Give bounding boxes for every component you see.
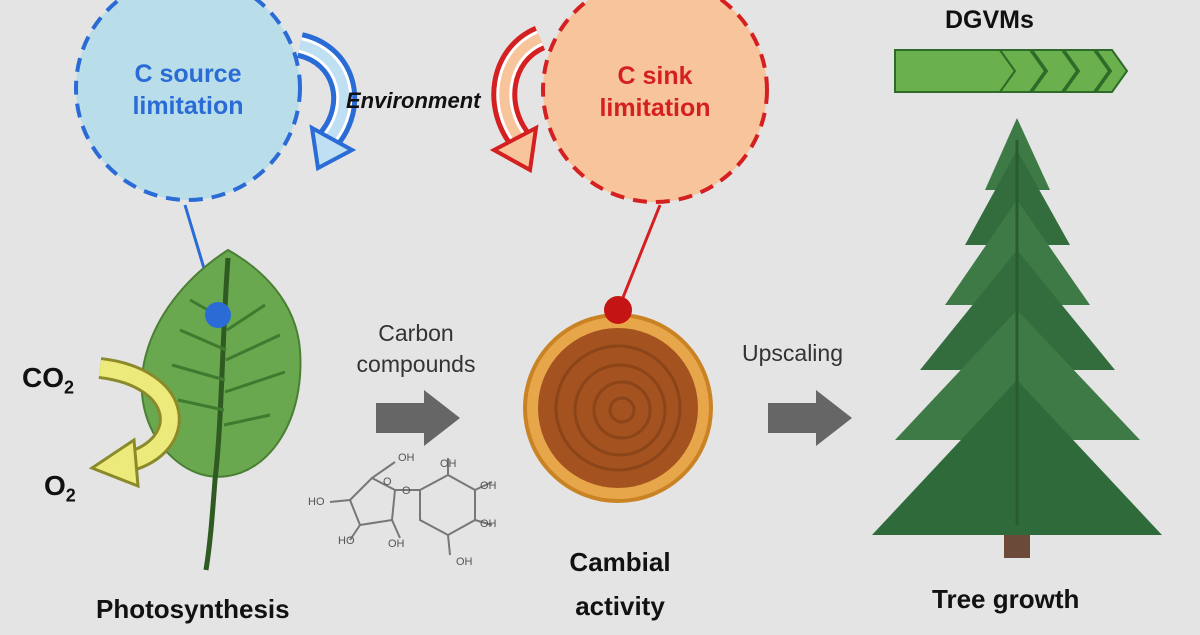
source-label-line1: C source (134, 60, 242, 88)
leaf-connector-dot (205, 302, 231, 328)
sink-label-line1: C sink (617, 62, 693, 90)
source-limitation-circle (74, 0, 302, 202)
sink-label-line2: limitation (599, 94, 711, 122)
co2-base: CO (22, 362, 64, 393)
co2-subscript: 2 (64, 377, 75, 398)
molecule-atom-label: OH (440, 458, 457, 470)
conifer-tree-icon (872, 118, 1162, 558)
leaf-icon (140, 248, 302, 571)
carbon-compounds-line2: compounds (356, 351, 476, 377)
molecule-atom-label: HO (338, 535, 355, 547)
molecule-atom-label: OH (480, 480, 497, 492)
dgvms-label: DGVMs (945, 6, 1034, 34)
carbon-compounds-line1: Carbon (378, 320, 454, 346)
sucrose-molecule-icon (329, 458, 493, 556)
molecule-atom-label: OH (398, 452, 415, 464)
source-limitation-label: C source limitation (108, 58, 268, 122)
cambial-activity-caption: Cambial activity (540, 540, 700, 628)
gas-exchange-arrow-icon (88, 357, 181, 489)
sink-limitation-circle (541, 0, 769, 204)
tree-growth-caption: Tree growth (932, 584, 1080, 614)
red-curved-arrow-icon (489, 26, 547, 174)
co2-label: CO2 (22, 362, 74, 399)
dgvms-chevron-icon (894, 49, 1129, 93)
trunk-cross-section-icon (523, 296, 713, 503)
trunk-connector-dot (604, 296, 632, 324)
o2-subscript: 2 (65, 485, 76, 506)
cambial-caption-line2: activity (575, 591, 665, 621)
environment-label: Environment (346, 88, 481, 113)
upscaling-arrow-icon (768, 390, 852, 446)
carbon-compounds-label: Carbon compounds (336, 318, 496, 380)
source-label-line2: limitation (132, 92, 244, 120)
molecule-atom-label: O (402, 485, 411, 497)
molecule-atom-label: OH (456, 556, 473, 568)
sink-connector-line (616, 204, 662, 311)
upscaling-label: Upscaling (742, 340, 843, 366)
carbon-flow-arrow-icon (376, 390, 460, 446)
cambial-caption-line1: Cambial (569, 547, 671, 577)
blue-curved-arrow-icon (296, 32, 358, 172)
sink-limitation-label: C sink limitation (575, 60, 735, 124)
photosynthesis-caption: Photosynthesis (96, 594, 290, 624)
molecule-atom-label: HO (308, 496, 325, 508)
molecule-atom-label: O (383, 476, 392, 488)
o2-base: O (44, 470, 66, 501)
molecule-atom-label: OH (480, 518, 497, 530)
molecule-atom-label: OH (388, 538, 405, 550)
o2-label: O2 (44, 470, 76, 507)
